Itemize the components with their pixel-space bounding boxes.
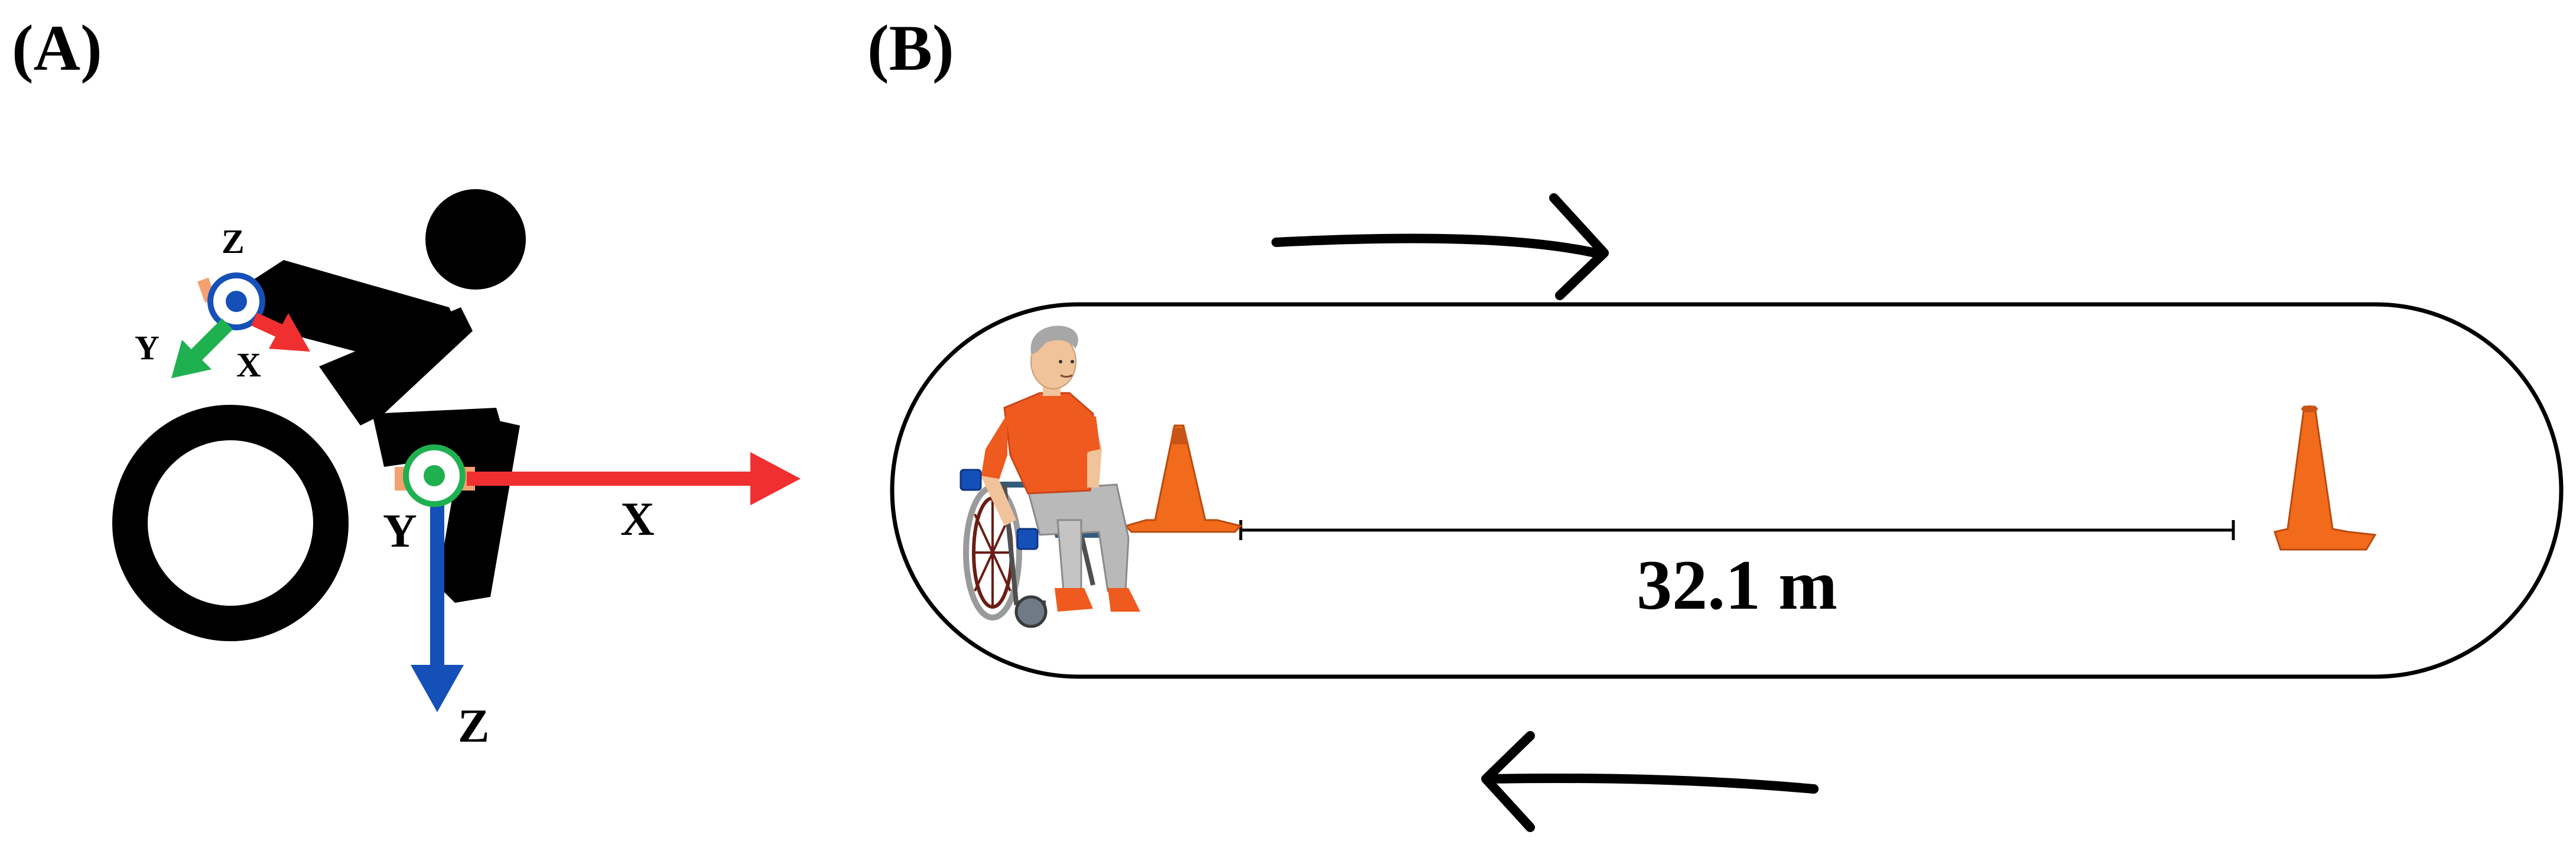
wheel-z-label: Z	[458, 700, 489, 752]
wheelchair-user-pictogram	[112, 189, 526, 641]
hand-imu-sensor: Z Y X	[135, 222, 310, 384]
shin-icon	[437, 414, 520, 603]
hand-z-label: Z	[222, 222, 245, 261]
direction-arrow-bottom	[1481, 731, 1819, 832]
wheelchair-user-illustration	[960, 326, 1140, 628]
hand-x-label: X	[236, 346, 261, 384]
wheel-icon	[112, 405, 349, 641]
distance-label: 32.1 m	[1637, 545, 1837, 624]
wheel-x-label: X	[620, 493, 655, 545]
wheel-y-label: Y	[383, 505, 417, 557]
oval-track	[890, 302, 2564, 679]
head-icon	[425, 189, 526, 290]
hand-x-axis-arrow	[251, 313, 285, 339]
traffic-cone-left	[1124, 424, 1243, 533]
wrist-sensor-icon	[960, 469, 982, 491]
wheel-imu-sensor: X Y Z	[383, 444, 801, 752]
traffic-cone-right	[2273, 405, 2377, 551]
hand-y-label: Y	[135, 329, 160, 367]
distance-line	[1239, 520, 2235, 540]
torso-icon	[319, 307, 473, 426]
direction-arrow-top	[1271, 193, 1609, 300]
hand-y-axis-arrow	[186, 318, 233, 365]
panel-a-label: (A)	[12, 12, 102, 84]
panel-b-label: (B)	[867, 12, 954, 84]
wheel-sensor-small-icon	[1016, 528, 1039, 550]
